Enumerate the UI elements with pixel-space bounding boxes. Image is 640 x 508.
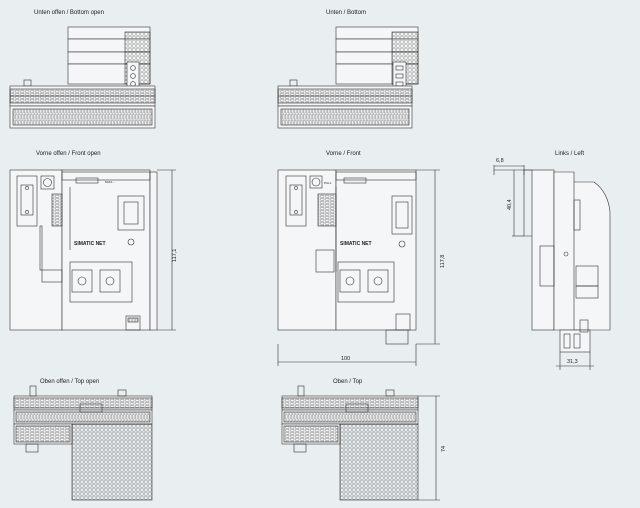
view-front-open (9, 169, 176, 331)
dimension-height-front: 117,8 (440, 255, 446, 268)
dimension-width-front: 100 (341, 356, 350, 362)
pull-label: PULL (324, 181, 332, 185)
view-title-front-open: Vorne offen / Front open (36, 151, 101, 157)
view-title-left: Links / Left (555, 151, 584, 157)
svg-text:6GK1 ...: 6GK1 ... (105, 180, 116, 184)
view-title-bottom: Unten / Bottom (326, 10, 366, 16)
view-top (281, 385, 440, 501)
view-bottom (277, 26, 419, 129)
dimension-height-top: 74 (441, 446, 447, 452)
dimension-height-left: 40,4 (507, 199, 513, 210)
view-top-open (13, 385, 153, 501)
dimension-top-left: 6,8 (496, 158, 504, 164)
view-title-top: Oben / Top (333, 379, 363, 385)
brand-label-front: SIMATIC NET (340, 241, 372, 247)
view-front (277, 169, 440, 366)
view-bottom-open (9, 26, 156, 129)
view-title-front: Vorne / Front (326, 151, 361, 157)
dimension-bottom-left: 31,3 (567, 359, 578, 365)
dimension-height-front-open: 117,1 (172, 249, 178, 262)
view-title-bottom-open: Unten offen / Bottom open (34, 10, 104, 16)
view-title-top-open: Oben offen / Top open (40, 379, 99, 385)
brand-label-front-open: SIMATIC NET (74, 241, 106, 247)
view-left (493, 165, 611, 370)
